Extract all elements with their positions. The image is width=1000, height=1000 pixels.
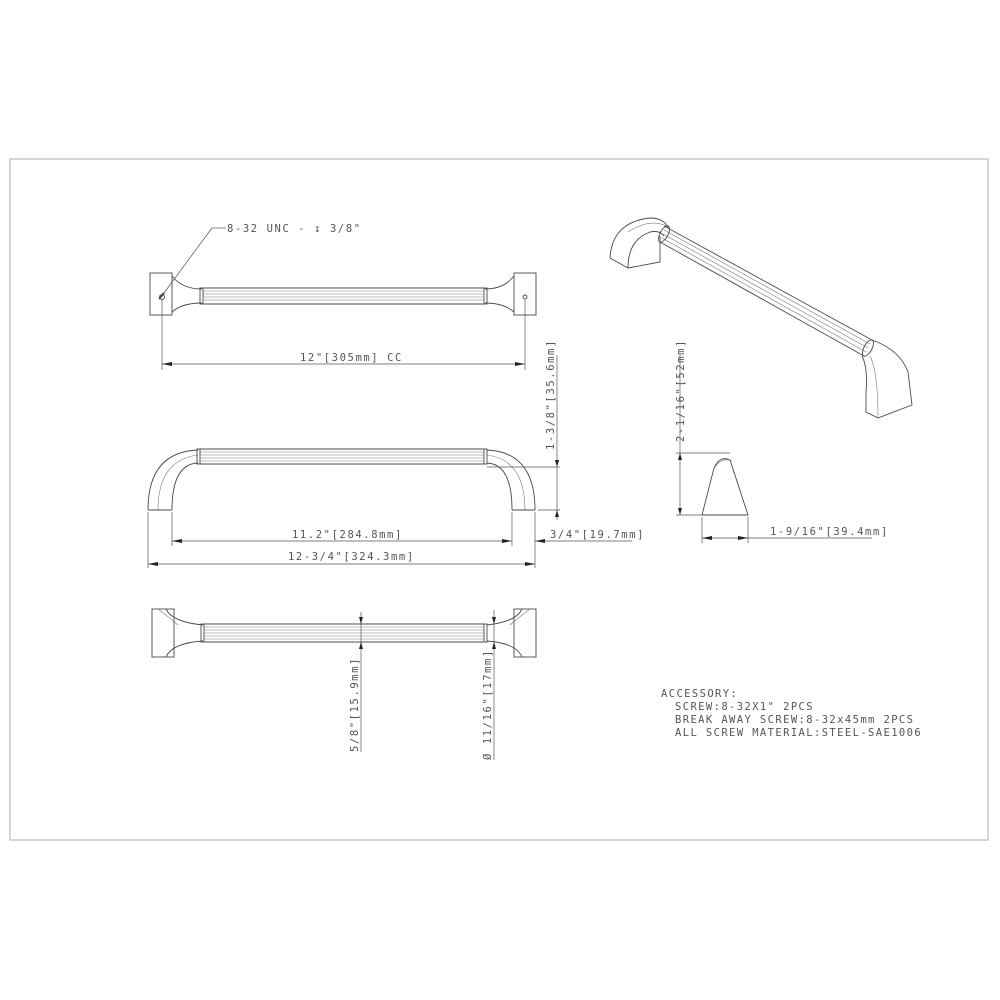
- end-view: 2-1/16"[52mm] 1-9/16"[39.4mm]: [675, 339, 889, 543]
- foot-width-label: 3/4"[19.7mm]: [550, 529, 645, 541]
- overall-length-label: 12-3/4"[324.3mm]: [288, 551, 415, 563]
- inner-length-label: 11.2"[284.8mm]: [292, 529, 403, 541]
- accessory-notes: ACCESSORY: SCREW:8-32X1" 2PCS BREAK AWAY…: [661, 688, 922, 739]
- thread-callout: 8-32 UNC - ↧ 3/8": [227, 223, 362, 235]
- notes-line-screw: SCREW:8-32X1" 2PCS: [675, 701, 814, 713]
- front-view: 1-3/8"[35.6mm] 11.2"[284.8mm] 3/4"[19.7m…: [147, 339, 645, 568]
- height-dimension-label: 1-3/8"[35.6mm]: [545, 339, 557, 450]
- notes-line-breakaway: BREAK AWAY SCREW:8-32x45mm 2PCS: [675, 714, 914, 726]
- top-view: 8-32 UNC - ↧ 3/8" 12"[305mm] CC: [149, 223, 537, 370]
- sheet-border: [9, 158, 989, 841]
- notes-heading: ACCESSORY:: [661, 688, 738, 700]
- cc-dimension-label: 12"[305mm] CC: [300, 352, 403, 364]
- projection-label: 2-1/16"[52mm]: [675, 339, 687, 442]
- bar-width-label: 5/8"[15.9mm]: [349, 657, 361, 752]
- base-width-label: 1-9/16"[39.4mm]: [770, 526, 889, 538]
- isometric-view: [609, 217, 913, 419]
- bottom-view: 5/8"[15.9mm] Ø 11/16"[17mm]: [151, 608, 537, 760]
- bar-diameter-label: Ø 11/16"[17mm]: [482, 649, 494, 760]
- notes-line-material: ALL SCREW MATERIAL:STEEL-SAE1006: [675, 727, 922, 739]
